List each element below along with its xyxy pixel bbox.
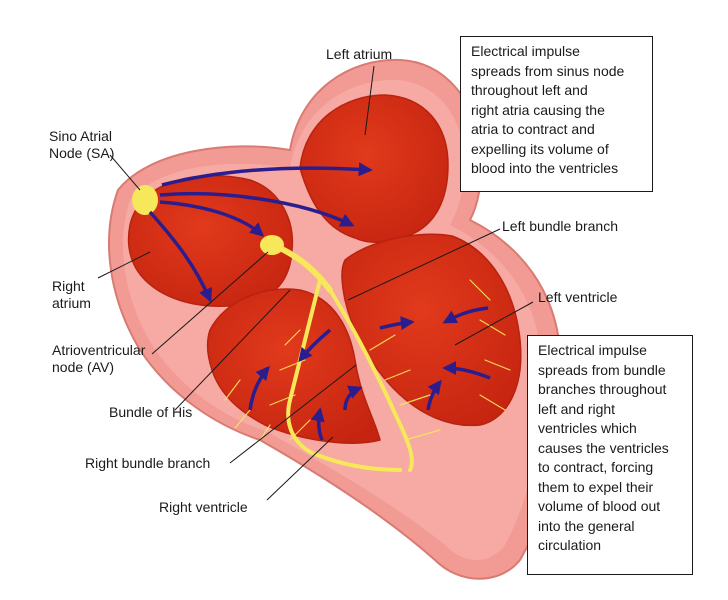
label-atrioventricular-node: Atrioventricular node (AV): [52, 342, 146, 375]
left-atrium-chamber: [299, 94, 449, 243]
conduction-system: [224, 245, 511, 472]
av-node: [260, 235, 284, 255]
arrow-lv-1: [442, 306, 489, 324]
label-left-bundle-branch: Left bundle branch: [502, 218, 618, 234]
arrow-sa-to-left-atrium: [161, 162, 373, 187]
leader-lines: [97, 65, 534, 501]
label-right-atrium: Right atrium: [52, 278, 91, 311]
arrow-lv-2: [379, 316, 415, 331]
leader-left-bundle-branch: [347, 228, 501, 301]
arrow-lv-3: [442, 361, 491, 380]
arrow-sa-to-av: [159, 200, 265, 237]
leader-av-node: [151, 251, 269, 355]
label-left-ventricle: Left ventricle: [538, 289, 618, 305]
callout-atria-contraction: Electrical impulse spreads from sinus no…: [460, 36, 653, 192]
left-bundle-branch-path: [328, 288, 414, 472]
sa-node: [132, 185, 158, 215]
leader-right-ventricle: [266, 436, 334, 501]
leader-left-ventricle: [454, 301, 534, 346]
impulse-arrows: [148, 162, 491, 441]
right-bundle-branch-path: [286, 278, 402, 472]
arrow-rv-1: [298, 328, 332, 363]
bundle-of-his-path: [277, 245, 333, 293]
arrow-rv-3: [343, 385, 363, 411]
arrow-rv-2: [248, 365, 270, 411]
arrow-lv-4: [426, 379, 442, 411]
leader-left-atrium: [364, 65, 375, 136]
arrow-sa-to-right-atrium: [148, 210, 213, 303]
label-sino-atrial-node: Sino Atrial Node (SA): [49, 128, 115, 161]
leader-bundle-of-his: [174, 289, 291, 411]
label-bundle-of-his: Bundle of His: [109, 404, 193, 420]
label-right-bundle-branch: Right bundle branch: [85, 455, 211, 471]
leader-sa-node: [109, 154, 141, 191]
arrow-rv-4: [310, 407, 325, 441]
label-left-atrium: Left atrium: [326, 46, 393, 62]
label-right-ventricle: Right ventricle: [159, 499, 248, 515]
arrow-sa-to-left-atrium-lower: [159, 192, 355, 227]
callout-ventricles-contraction: Electrical impulse spreads from bundle b…: [527, 335, 693, 575]
leader-right-bundle-branch: [229, 364, 357, 464]
leader-right-atrium: [97, 251, 151, 279]
